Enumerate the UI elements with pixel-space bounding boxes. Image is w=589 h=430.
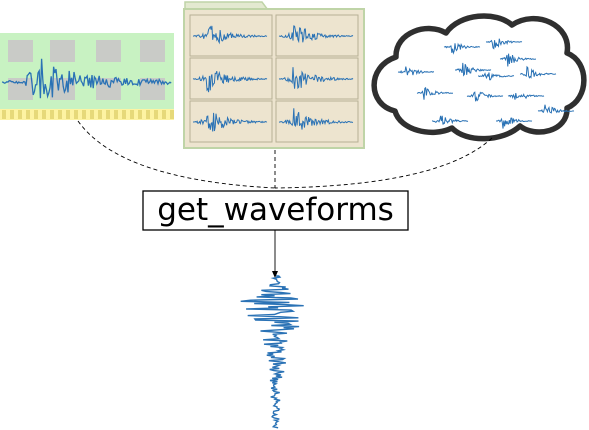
cloud-waveform-trace: [499, 53, 536, 67]
chip-pin: [114, 110, 118, 119]
chip-pin: [122, 110, 126, 119]
cloud-waveform-trace: [431, 115, 469, 125]
function-box-border: [142, 190, 409, 231]
chip-pin: [66, 110, 70, 119]
chip-pin: [82, 110, 86, 119]
chip-pin: [58, 110, 62, 119]
get-waveforms-function-box: get_waveforms: [142, 190, 409, 231]
memory-chip-icon: [0, 33, 174, 120]
folder-waveform-trace: [192, 70, 268, 93]
cloud-waveform-trace: [397, 66, 435, 76]
chip-pin: [162, 110, 166, 119]
folder-icon: [183, 1, 365, 149]
chip-pin: [10, 110, 14, 119]
cloud-waveform-trace: [416, 86, 454, 100]
chip-pin: [2, 110, 6, 119]
chip-pin: [154, 110, 158, 119]
output-waveform: [240, 275, 304, 429]
folder-waveforms: [192, 25, 354, 132]
chip-pin: [98, 110, 102, 119]
chip-pin: [50, 110, 54, 119]
chip-pin: [138, 110, 142, 119]
arrow-head: [272, 271, 278, 278]
cloud-outline: [371, 13, 587, 142]
chip-pin: [26, 110, 30, 119]
cloud-waveform-trace: [466, 91, 504, 102]
cloud-waveform-trace: [443, 42, 481, 55]
chip-pin: [42, 110, 46, 119]
cloud-icon: [371, 13, 587, 142]
chip-cells: [8, 40, 165, 100]
chip-to-function-line: [77, 120, 276, 189]
cloud-waveform-trace: [507, 93, 545, 100]
chip-pin: [18, 110, 22, 119]
cloud-waveform-trace: [455, 62, 492, 77]
chip-pin: [130, 110, 134, 119]
folder-waveform-trace: [278, 108, 354, 130]
chip-pin: [34, 110, 38, 119]
folder-waveform-trace: [278, 25, 354, 44]
folder-waveform-trace: [192, 25, 268, 45]
cloud-waveform-trace: [496, 117, 533, 129]
cloud-waveforms: [397, 38, 575, 129]
folder-waveform-trace: [278, 67, 354, 90]
cloud-waveform-trace: [519, 65, 557, 79]
cloud-waveform-trace: [478, 72, 515, 81]
chip-pins: [2, 110, 174, 119]
function-name-label: get_waveforms: [157, 192, 394, 228]
cloud-waveform-trace: [537, 104, 575, 114]
folder-waveform-trace: [193, 112, 268, 132]
chip-pin-strip: [0, 109, 174, 120]
chip-pin: [170, 110, 174, 119]
output-arrow: [272, 230, 278, 278]
folder-cells: [189, 14, 359, 143]
cloud-waveform-trace: [485, 38, 523, 50]
chip-pin: [146, 110, 150, 119]
chip-waveform: [1, 58, 172, 99]
chip-pin: [106, 110, 110, 119]
chip-pin: [74, 110, 78, 119]
chip-pin: [90, 110, 94, 119]
connectors: [77, 120, 493, 189]
